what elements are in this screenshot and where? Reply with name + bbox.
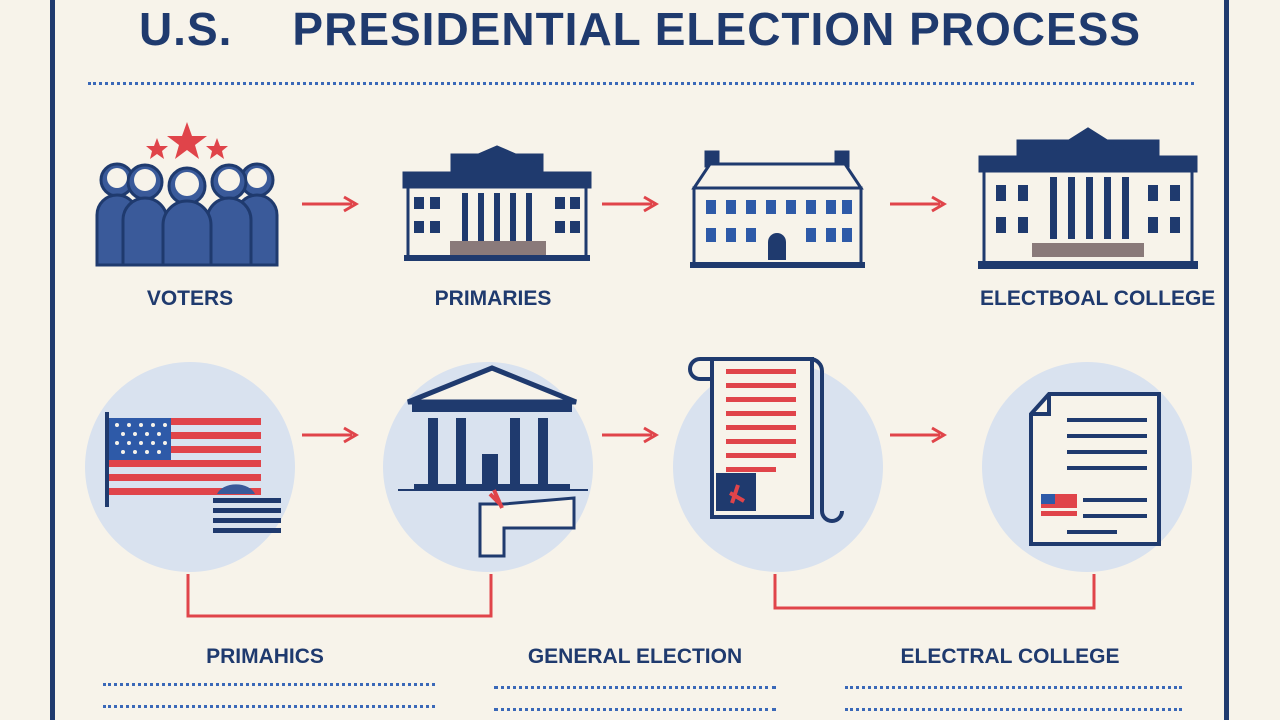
arrow-icon: [602, 426, 659, 444]
dotted-line: [845, 686, 1182, 689]
frame-left-border: [50, 0, 55, 720]
dotted-line: [494, 686, 776, 689]
label-primaries: PRIMARIES: [434, 287, 552, 310]
arrow-icon: [302, 426, 359, 444]
title-divider: [88, 82, 1194, 85]
voters-icon: [95, 122, 279, 267]
title-part-1: U.S.: [138, 3, 233, 55]
title-part-2: PRESIDENTIAL ELECTION PROCESS: [292, 3, 1142, 55]
dotted-line: [103, 683, 435, 686]
label-voters: VOTERS: [146, 287, 234, 310]
dotted-line: [494, 708, 776, 711]
arrow-icon: [302, 195, 359, 213]
frame-right-border: [1224, 0, 1229, 720]
arrow-icon: [890, 426, 947, 444]
dotted-line: [845, 708, 1182, 711]
connector-bracket: [186, 574, 493, 618]
document-scroll-icon: [688, 357, 844, 523]
ballot-casting-icon: [398, 365, 588, 558]
white-house-icon: [690, 150, 865, 268]
dotted-line: [103, 705, 435, 708]
certificate-icon: [1029, 392, 1161, 546]
label-general-election: GENERAL ELECTION: [527, 645, 743, 668]
label-electoral-college: ELECTRAL COLLEGE: [900, 645, 1120, 668]
capitol-building-icon: [402, 145, 592, 261]
connector-bracket: [773, 574, 1096, 610]
arrow-icon: [602, 195, 659, 213]
label-primaries: PRIMAHICS: [206, 645, 324, 668]
page-title: U.S. PRESIDENTIAL ELECTION PROCESS: [0, 2, 1280, 56]
white-house-large-icon: [978, 127, 1198, 269]
arrow-icon: [890, 195, 947, 213]
label-electoral-college: ELECTBOAL COLLEGE: [980, 287, 1216, 310]
us-flag-icon: [105, 412, 281, 533]
